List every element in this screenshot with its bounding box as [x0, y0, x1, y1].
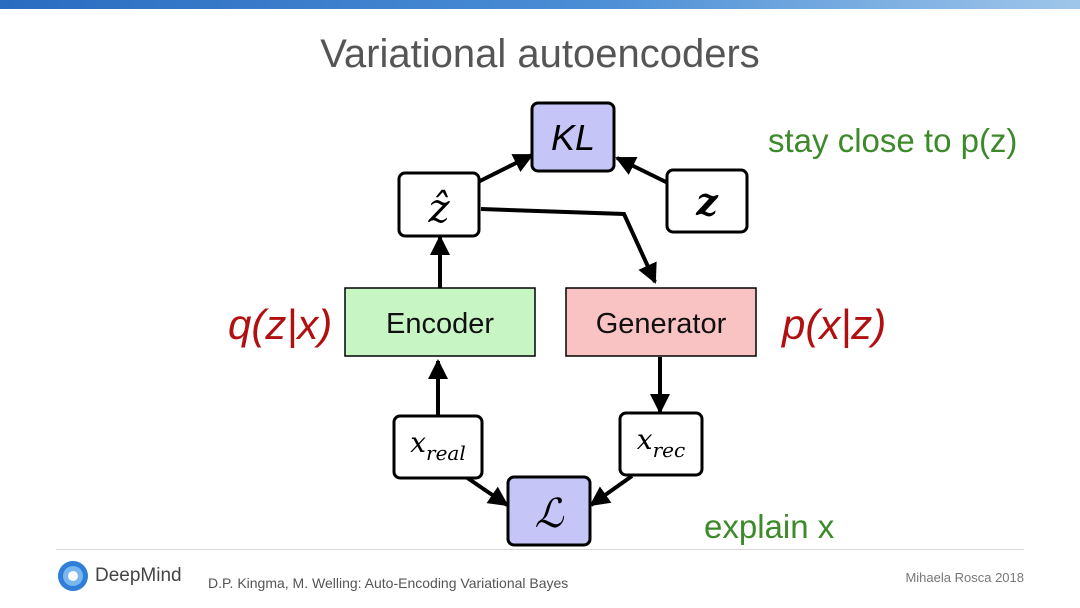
svg-text:KL: KL	[551, 117, 595, 158]
encoder-node: Encoder	[344, 287, 536, 357]
svg-text:ℒ: ℒ	[535, 491, 565, 537]
loss-node: ℒ	[506, 475, 592, 547]
svg-text:Generator: Generator	[596, 308, 727, 340]
deepmind-brand: DeepMind	[95, 565, 182, 586]
generator-node: Generator	[565, 287, 757, 357]
top-accent-bar	[0, 0, 1080, 9]
p-label: p(x|z)	[782, 301, 887, 348]
svg-text:Encoder: Encoder	[386, 308, 494, 340]
arrow-xrec-to-loss	[589, 474, 634, 507]
arrow-zhat-to-generator	[480, 207, 657, 284]
author-credit: Mihaela Rosca 2018	[905, 570, 1024, 585]
kl-node: KL	[530, 101, 616, 173]
slide-title: Variational autoencoders	[320, 32, 760, 76]
svg-text:ẑ: ẑ	[427, 186, 450, 232]
svg-text:z: z	[695, 179, 719, 224]
x-rec-node: xrec	[618, 411, 704, 477]
arrow-xreal-to-loss	[464, 475, 509, 507]
deepmind-logo-icon	[58, 561, 88, 591]
z-node: z	[665, 168, 749, 234]
z-hat-node: ẑ	[397, 171, 481, 238]
q-label: q(z|x)	[228, 301, 333, 348]
arrow-z-to-kl	[615, 156, 669, 185]
citation: D.P. Kingma, M. Welling: Auto-Encoding V…	[208, 575, 569, 591]
footer-divider	[56, 549, 1024, 550]
explain-note: explain x	[704, 508, 835, 545]
arrow-zhat-to-kl	[477, 153, 534, 184]
x-real-node: xreal	[392, 414, 484, 480]
svg-text:xrec: xrec	[637, 423, 685, 462]
stay-close-note: stay close to p(z)	[768, 122, 1018, 159]
svg-text:xreal: xreal	[410, 426, 466, 465]
